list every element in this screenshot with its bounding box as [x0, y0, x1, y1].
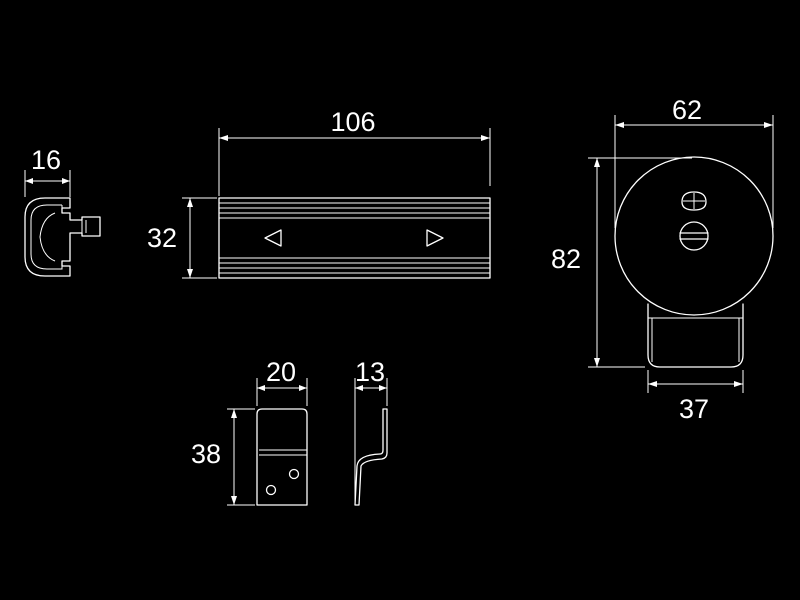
- hub-height-label: 82: [551, 244, 581, 274]
- bracket-width-dimension: 20: [256, 357, 308, 406]
- rail-length-dimension: 106: [218, 107, 491, 196]
- bracket-height-label: 38: [191, 439, 221, 469]
- hub-base-width-label: 37: [679, 394, 709, 424]
- rail-length-label: 106: [330, 107, 375, 137]
- bracket-width-label: 20: [266, 357, 296, 387]
- end-cap-width-label: 16: [31, 145, 61, 175]
- bracket-front-view: [256, 408, 308, 506]
- left-arrow-icon: [264, 229, 282, 247]
- hub-diameter-dimension: 62: [614, 95, 774, 228]
- rail-height-dimension: 32: [147, 197, 217, 279]
- hub-disc: [614, 156, 774, 316]
- right-arrow-icon: [426, 229, 444, 247]
- mounting-hole: [265, 484, 277, 496]
- indicator-icon: [681, 191, 707, 211]
- hub-front-view: [614, 156, 774, 368]
- rail-height-label: 32: [147, 223, 177, 253]
- end-cap-width-dimension: 16: [24, 145, 71, 197]
- mounting-hole: [288, 468, 300, 480]
- end-cap-profile: [24, 197, 101, 277]
- bracket-depth-dimension: 13: [354, 357, 388, 503]
- bracket-depth-label: 13: [355, 357, 385, 387]
- hub-base-width-dimension: 37: [647, 370, 744, 424]
- hub-diameter-label: 62: [672, 95, 702, 125]
- bracket-side-view: [354, 408, 388, 506]
- adjusting-screw-icon: [679, 221, 709, 251]
- bracket-height-dimension: 38: [191, 408, 255, 506]
- rail-side-view: [218, 197, 491, 279]
- hub-height-dimension: 82: [551, 157, 692, 368]
